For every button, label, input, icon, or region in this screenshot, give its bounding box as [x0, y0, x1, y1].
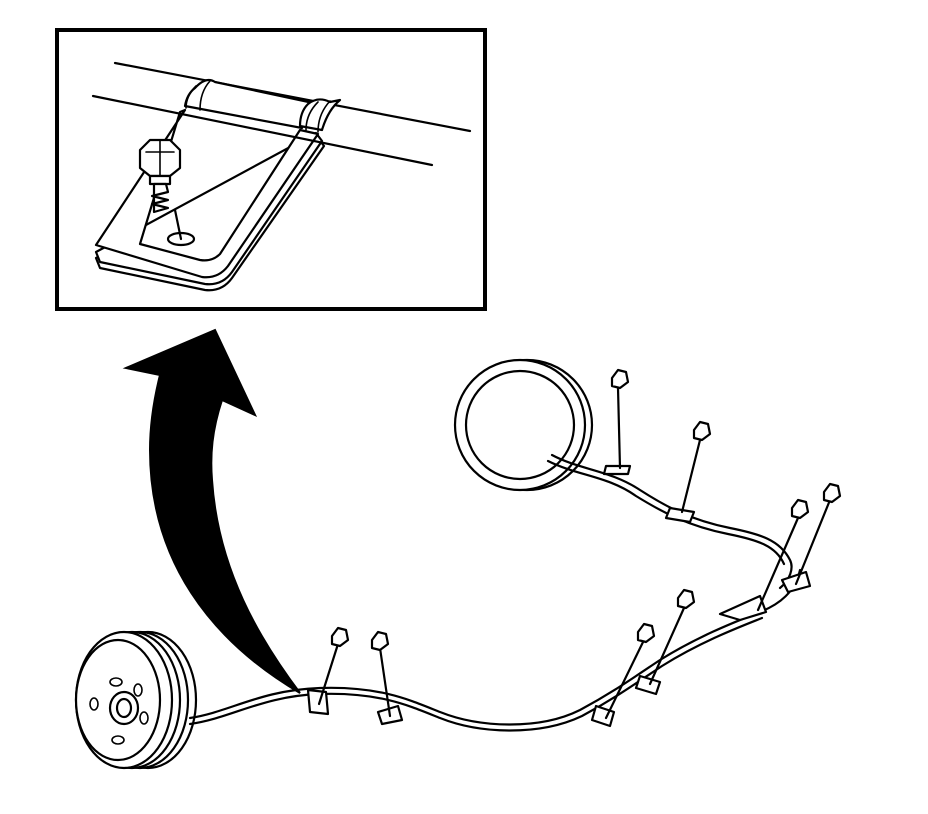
clip-2 — [370, 630, 404, 726]
clip-bracket — [94, 108, 326, 292]
detail-inset — [55, 28, 487, 311]
clip-3 — [590, 622, 656, 728]
brake-cable — [188, 453, 802, 732]
clip-6 — [780, 482, 842, 594]
clip-8 — [664, 420, 712, 524]
brake-drum — [74, 630, 198, 770]
clip-1 — [306, 626, 350, 716]
brake-line-tubes — [91, 61, 472, 167]
callout-arrow-icon — [122, 328, 301, 694]
clip-4 — [634, 588, 696, 696]
cable-clips — [306, 368, 842, 728]
clip-7 — [602, 368, 632, 476]
lug-holes — [89, 677, 149, 745]
brake-backing-plate — [453, 358, 594, 492]
clip-bolt-icon — [138, 138, 183, 241]
clip-5 — [718, 498, 810, 622]
